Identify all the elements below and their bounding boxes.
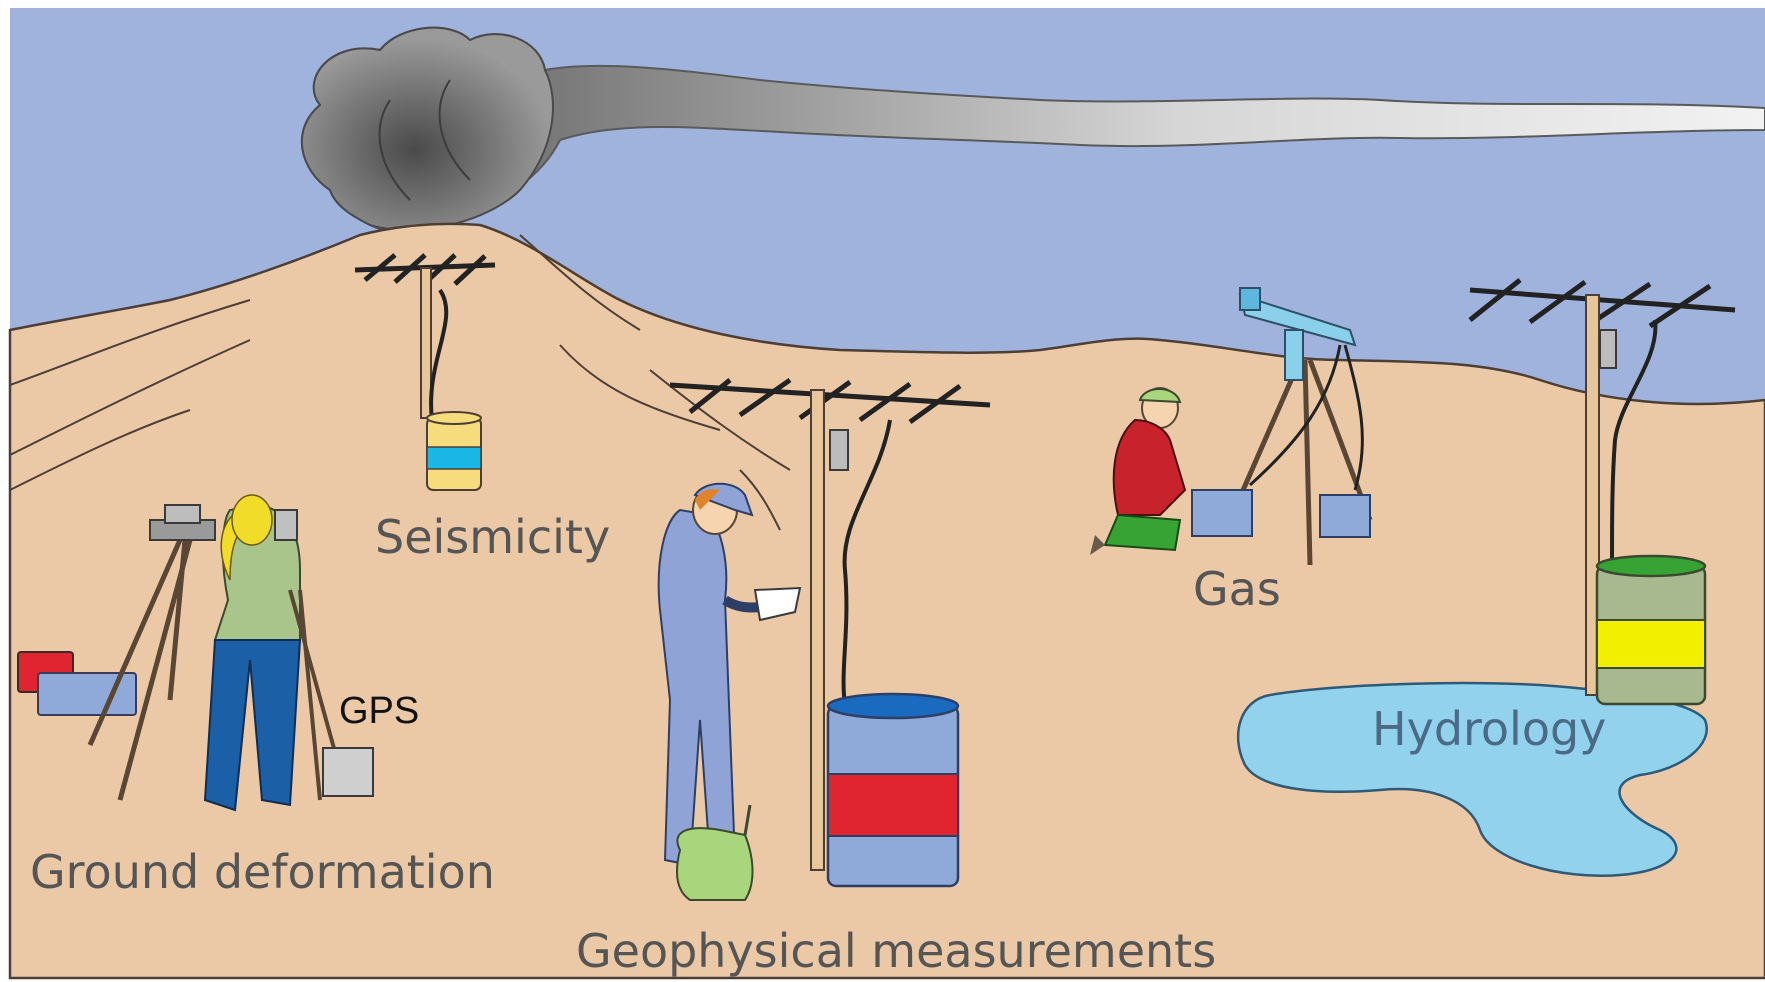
sensor-barrel-icon (826, 692, 960, 888)
ridge-lines (9, 234, 791, 531)
cable (841, 419, 892, 706)
cable (1343, 344, 1364, 491)
gas-station (1090, 287, 1373, 566)
cable (1248, 344, 1342, 487)
cable (429, 288, 449, 421)
label-gas: Gas (1193, 562, 1281, 616)
ground-deformation-station (17, 494, 374, 812)
surveyor-icon (1090, 387, 1187, 555)
junction-box (829, 429, 849, 471)
instrument-box (1191, 489, 1371, 538)
antenna-pole (810, 389, 825, 871)
sensor-barrel-icon (1595, 554, 1707, 706)
hydrology-station (1236, 278, 1736, 877)
field-bag-icon (676, 804, 754, 901)
gas-spectrometer-icon (1238, 287, 1357, 381)
surveyor-icon (657, 482, 802, 867)
notebook (753, 586, 802, 622)
label-seismicity: Seismicity (375, 510, 610, 564)
water-pond-icon (1236, 681, 1708, 877)
cable (1610, 319, 1658, 566)
antenna-icon (669, 377, 991, 425)
seismicity-station (354, 253, 496, 491)
label-hydrology: Hydrology (1372, 702, 1606, 756)
geophysical-station (657, 377, 991, 901)
ash-plume-icon (301, 26, 1765, 235)
label-gps: GPS (339, 690, 419, 732)
red-case-icon (17, 651, 137, 716)
sensor-barrel-icon (426, 411, 482, 491)
label-ground-deformation: Ground deformation (30, 845, 495, 899)
surveyor-icon (203, 494, 302, 812)
junction-box (1599, 329, 1617, 369)
label-geophysical-measurements: Geophysical measurements (576, 924, 1216, 978)
theodolite-icon (149, 504, 216, 541)
tripod-icon (87, 538, 193, 801)
antenna-icon (354, 253, 496, 286)
gps-receiver-icon (322, 747, 374, 797)
tripod-back-legs (288, 589, 342, 801)
